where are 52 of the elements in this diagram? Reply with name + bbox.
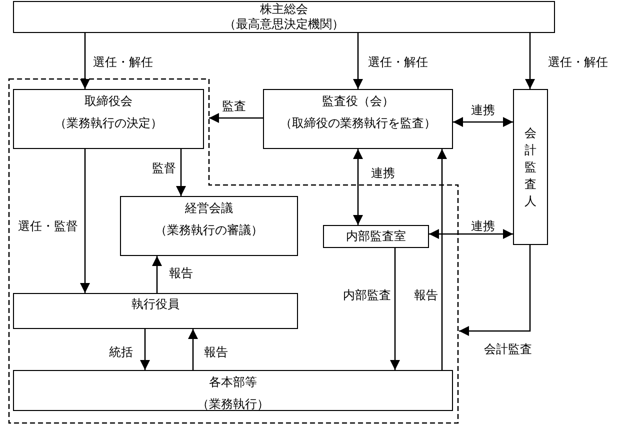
edge-label: 選任・監督 [17, 219, 79, 233]
box-title: 取締役会 [84, 94, 132, 109]
box-title: 会計監査人 [524, 124, 536, 210]
arrow [453, 117, 513, 127]
edge-label: 報告 [203, 345, 229, 359]
process-box [513, 89, 548, 245]
arrow [188, 329, 198, 370]
edge-label: 報告 [168, 266, 194, 280]
dashed-boundary [8, 78, 459, 424]
process-box [13, 293, 298, 329]
edge-label: 報告 [413, 288, 439, 302]
edge-label: 連携 [470, 219, 496, 233]
box-title: 経営会議 [185, 201, 233, 216]
edge-label: 選任・解任 [367, 55, 429, 69]
arrow [390, 248, 400, 370]
edge-label: 会計監査 [483, 342, 533, 356]
arrow [353, 149, 363, 225]
box-title: 各本部等 [209, 375, 257, 390]
edge-label: 選任・解任 [92, 55, 154, 69]
arrow [176, 149, 186, 196]
process-box [323, 225, 429, 248]
box-title: 内部監査室 [346, 229, 406, 244]
arrow [525, 33, 535, 89]
arrow [429, 229, 513, 239]
process-box [13, 370, 453, 411]
edge-label: 監督 [151, 161, 177, 175]
box-note: （業務執行） [197, 397, 269, 412]
arrow [459, 245, 531, 336]
arrow [353, 33, 363, 89]
arrow [437, 149, 447, 370]
arrow [152, 256, 162, 293]
edge-label: 監査 [221, 99, 247, 113]
box-note: （業務執行の審議） [155, 223, 263, 238]
arrow [209, 113, 263, 123]
edge-label: 連携 [470, 103, 496, 117]
box-note: （業務執行の決定） [54, 116, 162, 131]
box-note: （取締役の業務執行を監査） [280, 116, 436, 131]
edge-label: 連携 [370, 166, 396, 180]
edge-label: 統括 [108, 345, 134, 359]
arrow [140, 329, 150, 370]
edge-label: 内部監査 [342, 288, 392, 302]
box-title: 監査役（会） [322, 94, 394, 109]
process-box [120, 196, 298, 256]
arrow [80, 149, 90, 293]
process-box [13, 89, 204, 149]
box-title: 執行役員 [132, 297, 180, 312]
box-note: （最高意思決定機関） [224, 17, 344, 32]
box-title: 株主総会 [260, 2, 308, 17]
arrow [80, 33, 90, 89]
edge-label: 選任・解任 [547, 55, 609, 69]
process-box [263, 89, 453, 149]
process-box [13, 1, 555, 33]
